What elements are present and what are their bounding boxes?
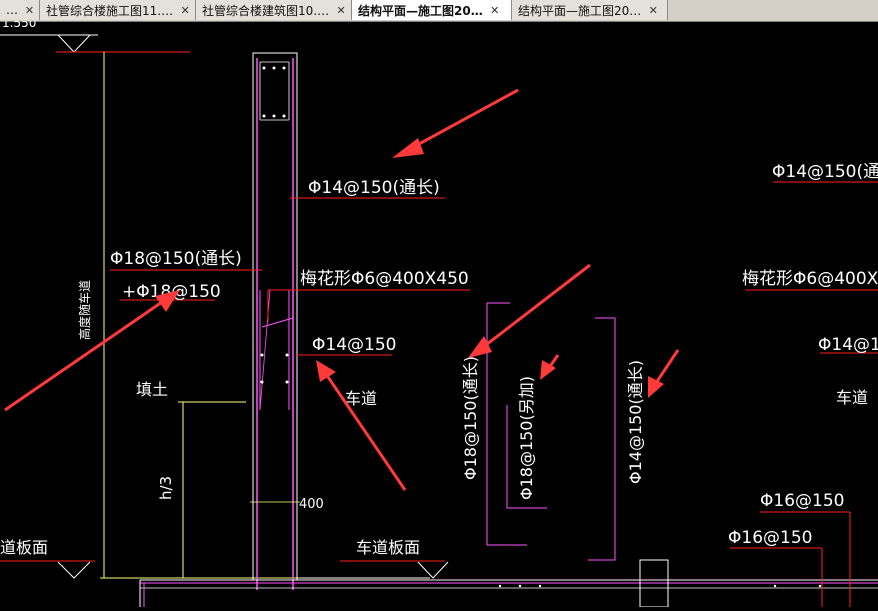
label-vertical-phi18-long: Φ18@150(通长) bbox=[461, 356, 480, 480]
close-icon[interactable]: ✕ bbox=[336, 3, 346, 17]
label-road-surface-mid: 车道板面 bbox=[356, 538, 420, 557]
annotations: Φ14@150(通长) Φ18@150(通长) +Φ18@150 梅花形Φ6@4… bbox=[0, 162, 878, 557]
tab-label: … bbox=[6, 3, 18, 17]
dimension-lines-left bbox=[100, 52, 300, 579]
drawing-tab-bar: … ✕ 社管综合楼施工图11.… ✕ 社管综合楼建筑图10.… ✕ 结构平面—施… bbox=[0, 0, 878, 22]
tab-label: 社管综合楼施工图11.… bbox=[46, 3, 174, 18]
label-vertical-left: 高度随车道 bbox=[77, 280, 92, 340]
arrow-icon bbox=[540, 354, 560, 380]
label-phi14-right2: Φ14@15 bbox=[818, 335, 878, 355]
close-icon[interactable]: ✕ bbox=[180, 3, 190, 17]
elevation-label: 1.550 bbox=[2, 21, 36, 30]
tab-shiguan-architecture[interactable]: 社管综合楼建筑图10.… ✕ bbox=[196, 0, 352, 20]
red-callout-arrows bbox=[4, 88, 680, 491]
tab-overflow[interactable]: … ✕ bbox=[0, 0, 40, 20]
tab-structure-plan-active[interactable]: 结构平面—施工图20… ✕ bbox=[352, 0, 512, 20]
elevation-marker-left bbox=[0, 560, 95, 579]
label-plum-right: 梅花形Φ6@400X45 bbox=[742, 269, 878, 289]
elevation-marker-mid bbox=[340, 560, 449, 579]
arrow-icon bbox=[468, 263, 591, 358]
cad-drawing-canvas[interactable]: 1.550 bbox=[0, 16, 878, 608]
label-road-right: 车道 bbox=[836, 388, 868, 407]
close-icon[interactable]: ✕ bbox=[490, 3, 500, 17]
arrow-icon bbox=[4, 290, 180, 412]
label-vertical-phi14-long: Φ14@150(通长) bbox=[626, 360, 645, 484]
tab-shiguan-construction[interactable]: 社管综合楼施工图11.… ✕ bbox=[40, 0, 196, 20]
label-400: 400 bbox=[299, 497, 324, 512]
label-vertical-phi18-extra: Φ18@150(另加) bbox=[517, 376, 536, 500]
arrow-icon bbox=[648, 349, 680, 398]
tab-label: 结构平面—施工图20… bbox=[358, 3, 483, 18]
label-phi14-top: Φ14@150(通长) bbox=[308, 178, 440, 198]
label-road-surface-left: 道板面 bbox=[0, 538, 48, 557]
wall-section bbox=[139, 52, 878, 608]
close-icon[interactable]: ✕ bbox=[24, 3, 35, 17]
rebar-brackets bbox=[486, 302, 616, 561]
tab-structure-plan-2[interactable]: 结构平面—施工图20… ✕ bbox=[512, 0, 668, 20]
label-road-mid: 车道 bbox=[345, 389, 377, 408]
tab-label: 社管综合楼建筑图10.… bbox=[202, 3, 330, 18]
close-icon[interactable]: ✕ bbox=[648, 3, 658, 17]
arrow-icon bbox=[392, 88, 519, 158]
leader-lines bbox=[110, 181, 878, 607]
label-plus-phi18: +Φ18@150 bbox=[122, 282, 221, 302]
label-phi18-long: Φ18@150(通长) bbox=[110, 249, 242, 269]
label-fill-soil: 填土 bbox=[136, 380, 168, 399]
label-h3: h/3 bbox=[157, 476, 175, 500]
label-phi16-b: Φ16@150 bbox=[728, 528, 812, 548]
arrow-icon bbox=[316, 360, 407, 491]
label-phi16-a: Φ16@150 bbox=[760, 491, 844, 511]
label-phi14: Φ14@150 bbox=[312, 335, 396, 355]
elevation-marker-top: 1.550 bbox=[0, 16, 190, 53]
rebar-dots bbox=[260, 66, 822, 588]
label-phi14-right: Φ14@150(通长) bbox=[772, 162, 878, 182]
tab-label: 结构平面—施工图20… bbox=[518, 3, 642, 18]
label-plum-pattern: 梅花形Φ6@400X450 bbox=[300, 269, 469, 289]
